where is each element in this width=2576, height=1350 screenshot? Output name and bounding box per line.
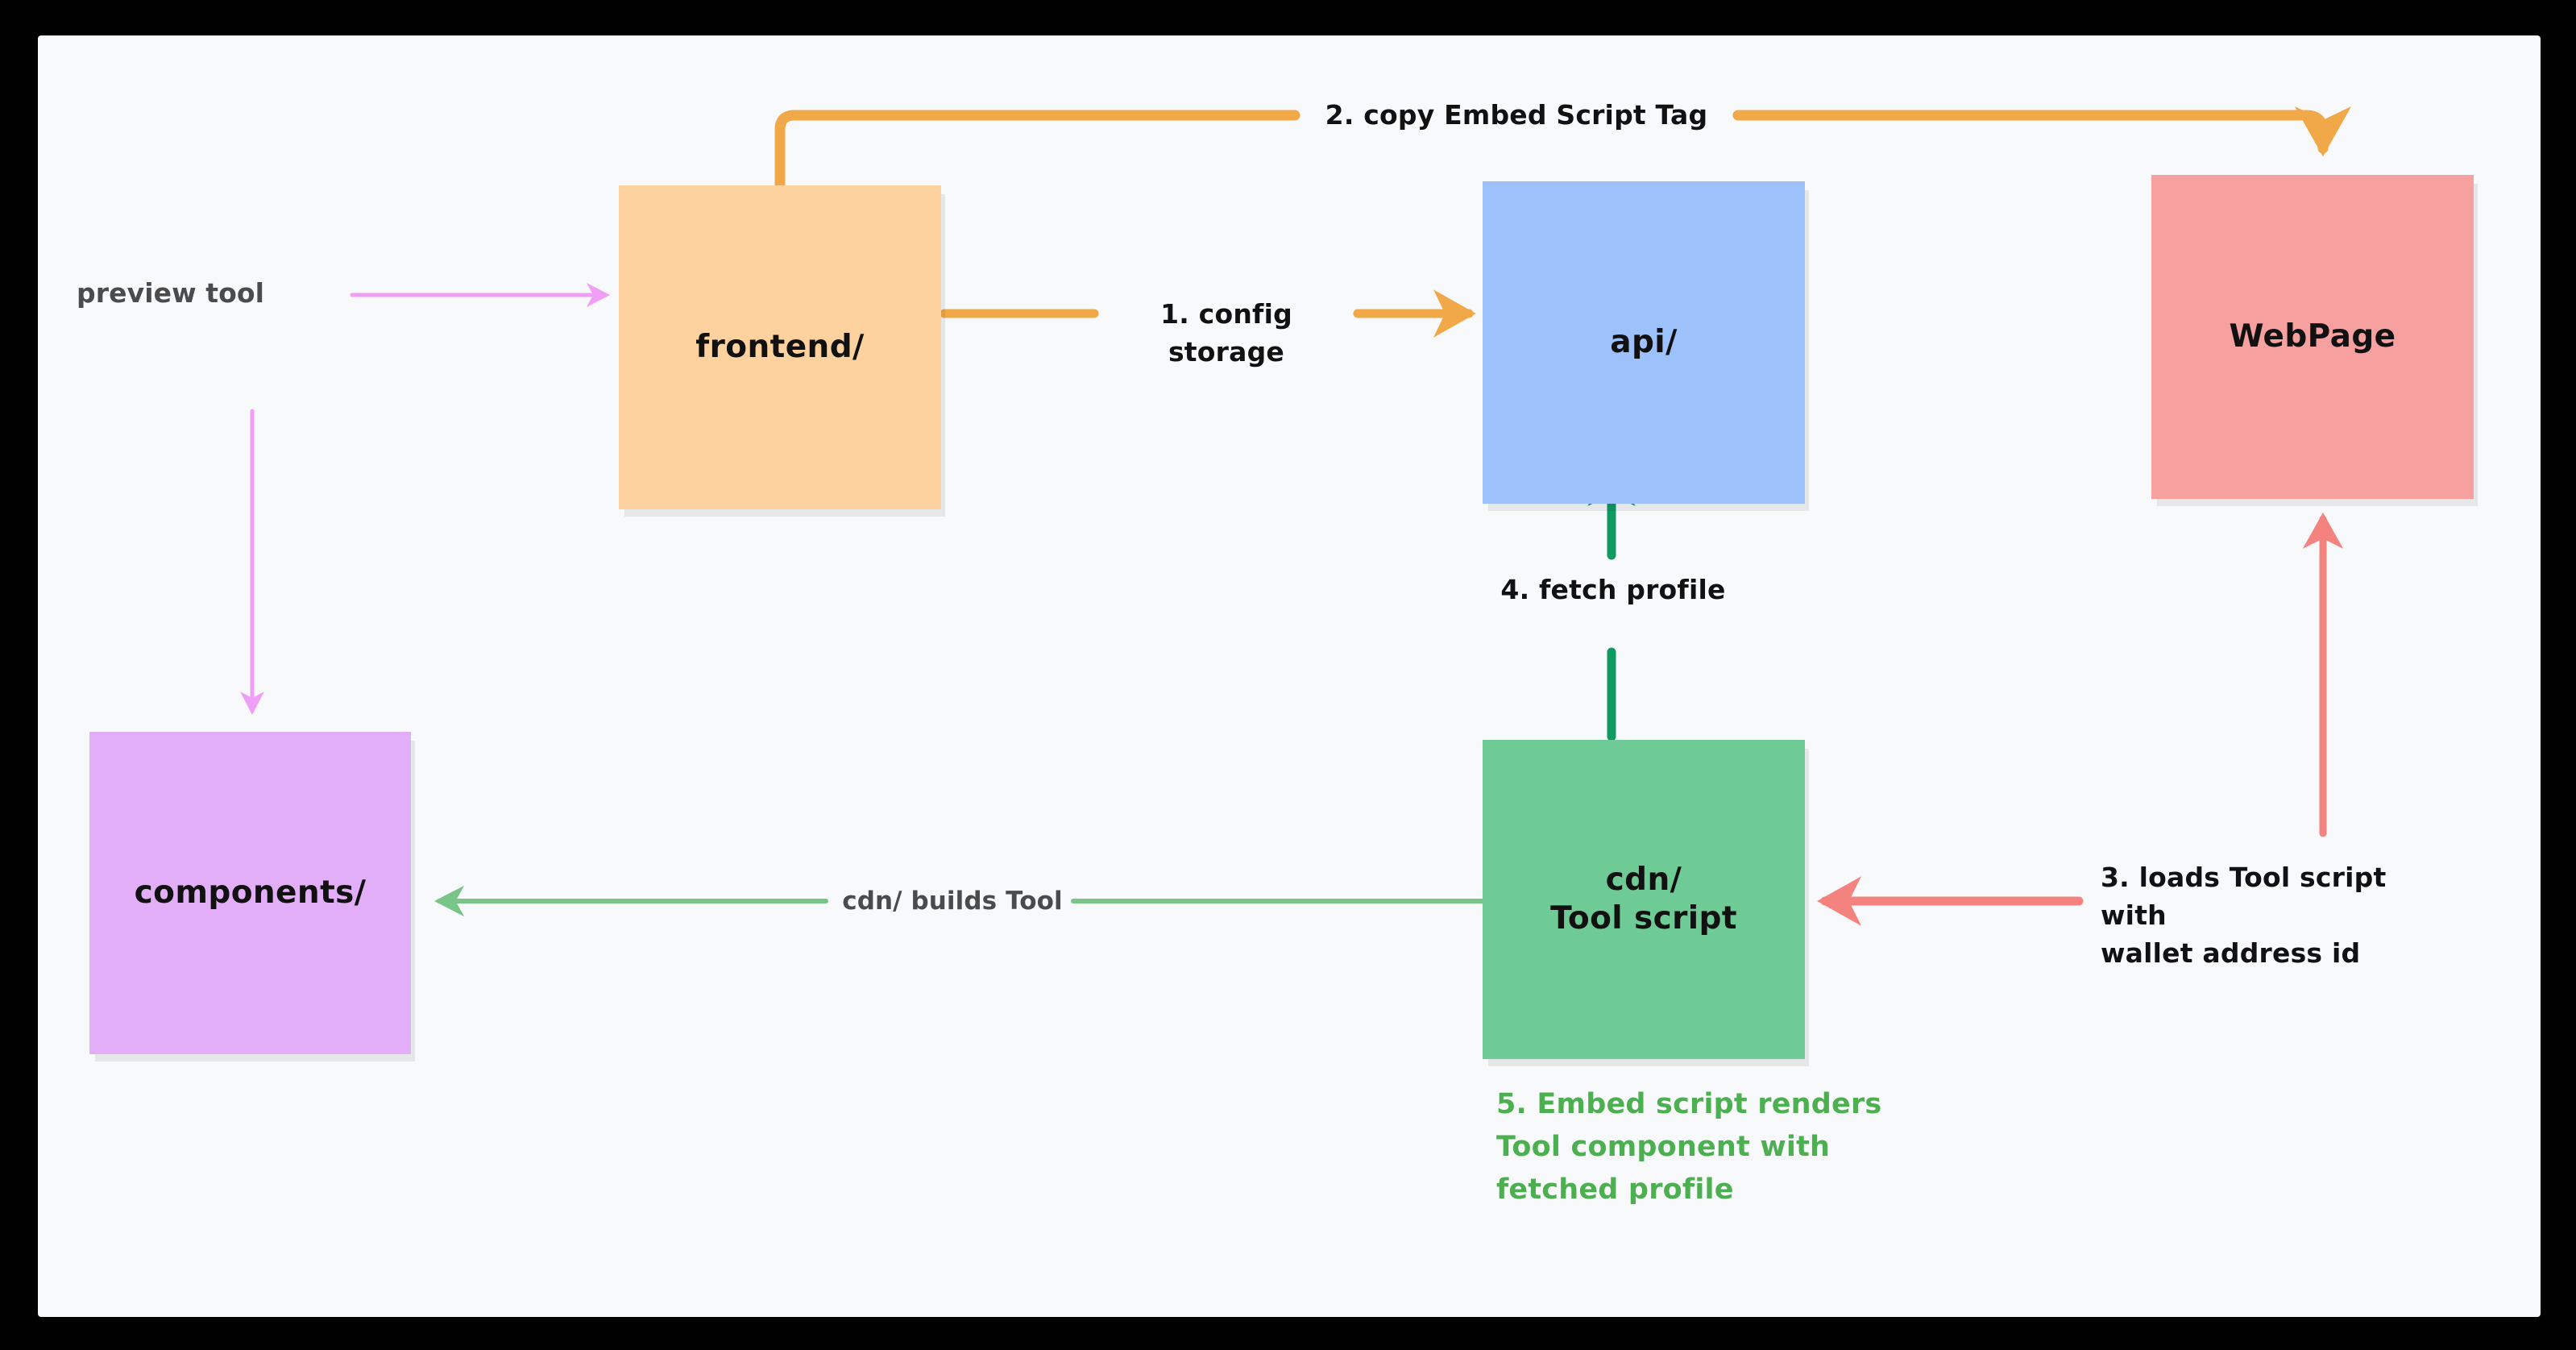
node-api-label: api/ [1610,324,1678,361]
edge-label-config-storage: 1. config storage [1160,298,1292,368]
node-frontend[interactable]: frontend/ [619,185,941,509]
diagram-canvas[interactable]: frontend/ api/ WebPage components/ cdn/ … [38,35,2541,1317]
edge-label-preview-tool: preview tool [77,277,265,309]
node-frontend-label: frontend/ [695,329,865,366]
edge-label-fetch-profile: 4. fetch profile [1500,574,1726,605]
node-components[interactable]: components/ [89,732,411,1054]
node-cdn-tool-script-label: cdn/ Tool script [1550,862,1737,937]
edge-label-cdn-builds-tool: cdn/ builds Tool [842,887,1063,916]
node-webpage-label: WebPage [2229,318,2396,355]
node-webpage[interactable]: WebPage [2151,175,2474,499]
node-cdn-tool-script[interactable]: cdn/ Tool script [1483,740,1805,1059]
node-components-label: components/ [134,874,367,912]
edge-label-copy-embed-script-tag: 2. copy Embed Script Tag [1325,99,1708,131]
diagram-edges-layer [240,106,2352,926]
edge-label-loads-tool-script: 3. loads Tool script with wallet address… [2101,862,2387,969]
edge-copy-embed-script-tag-right [1732,106,2352,157]
node-api[interactable]: api/ [1483,181,1805,504]
note-embed-script-renders: 5. Embed script renders Tool component w… [1496,1088,1882,1207]
edge-copy-embed-script-tag-left [774,110,1300,191]
